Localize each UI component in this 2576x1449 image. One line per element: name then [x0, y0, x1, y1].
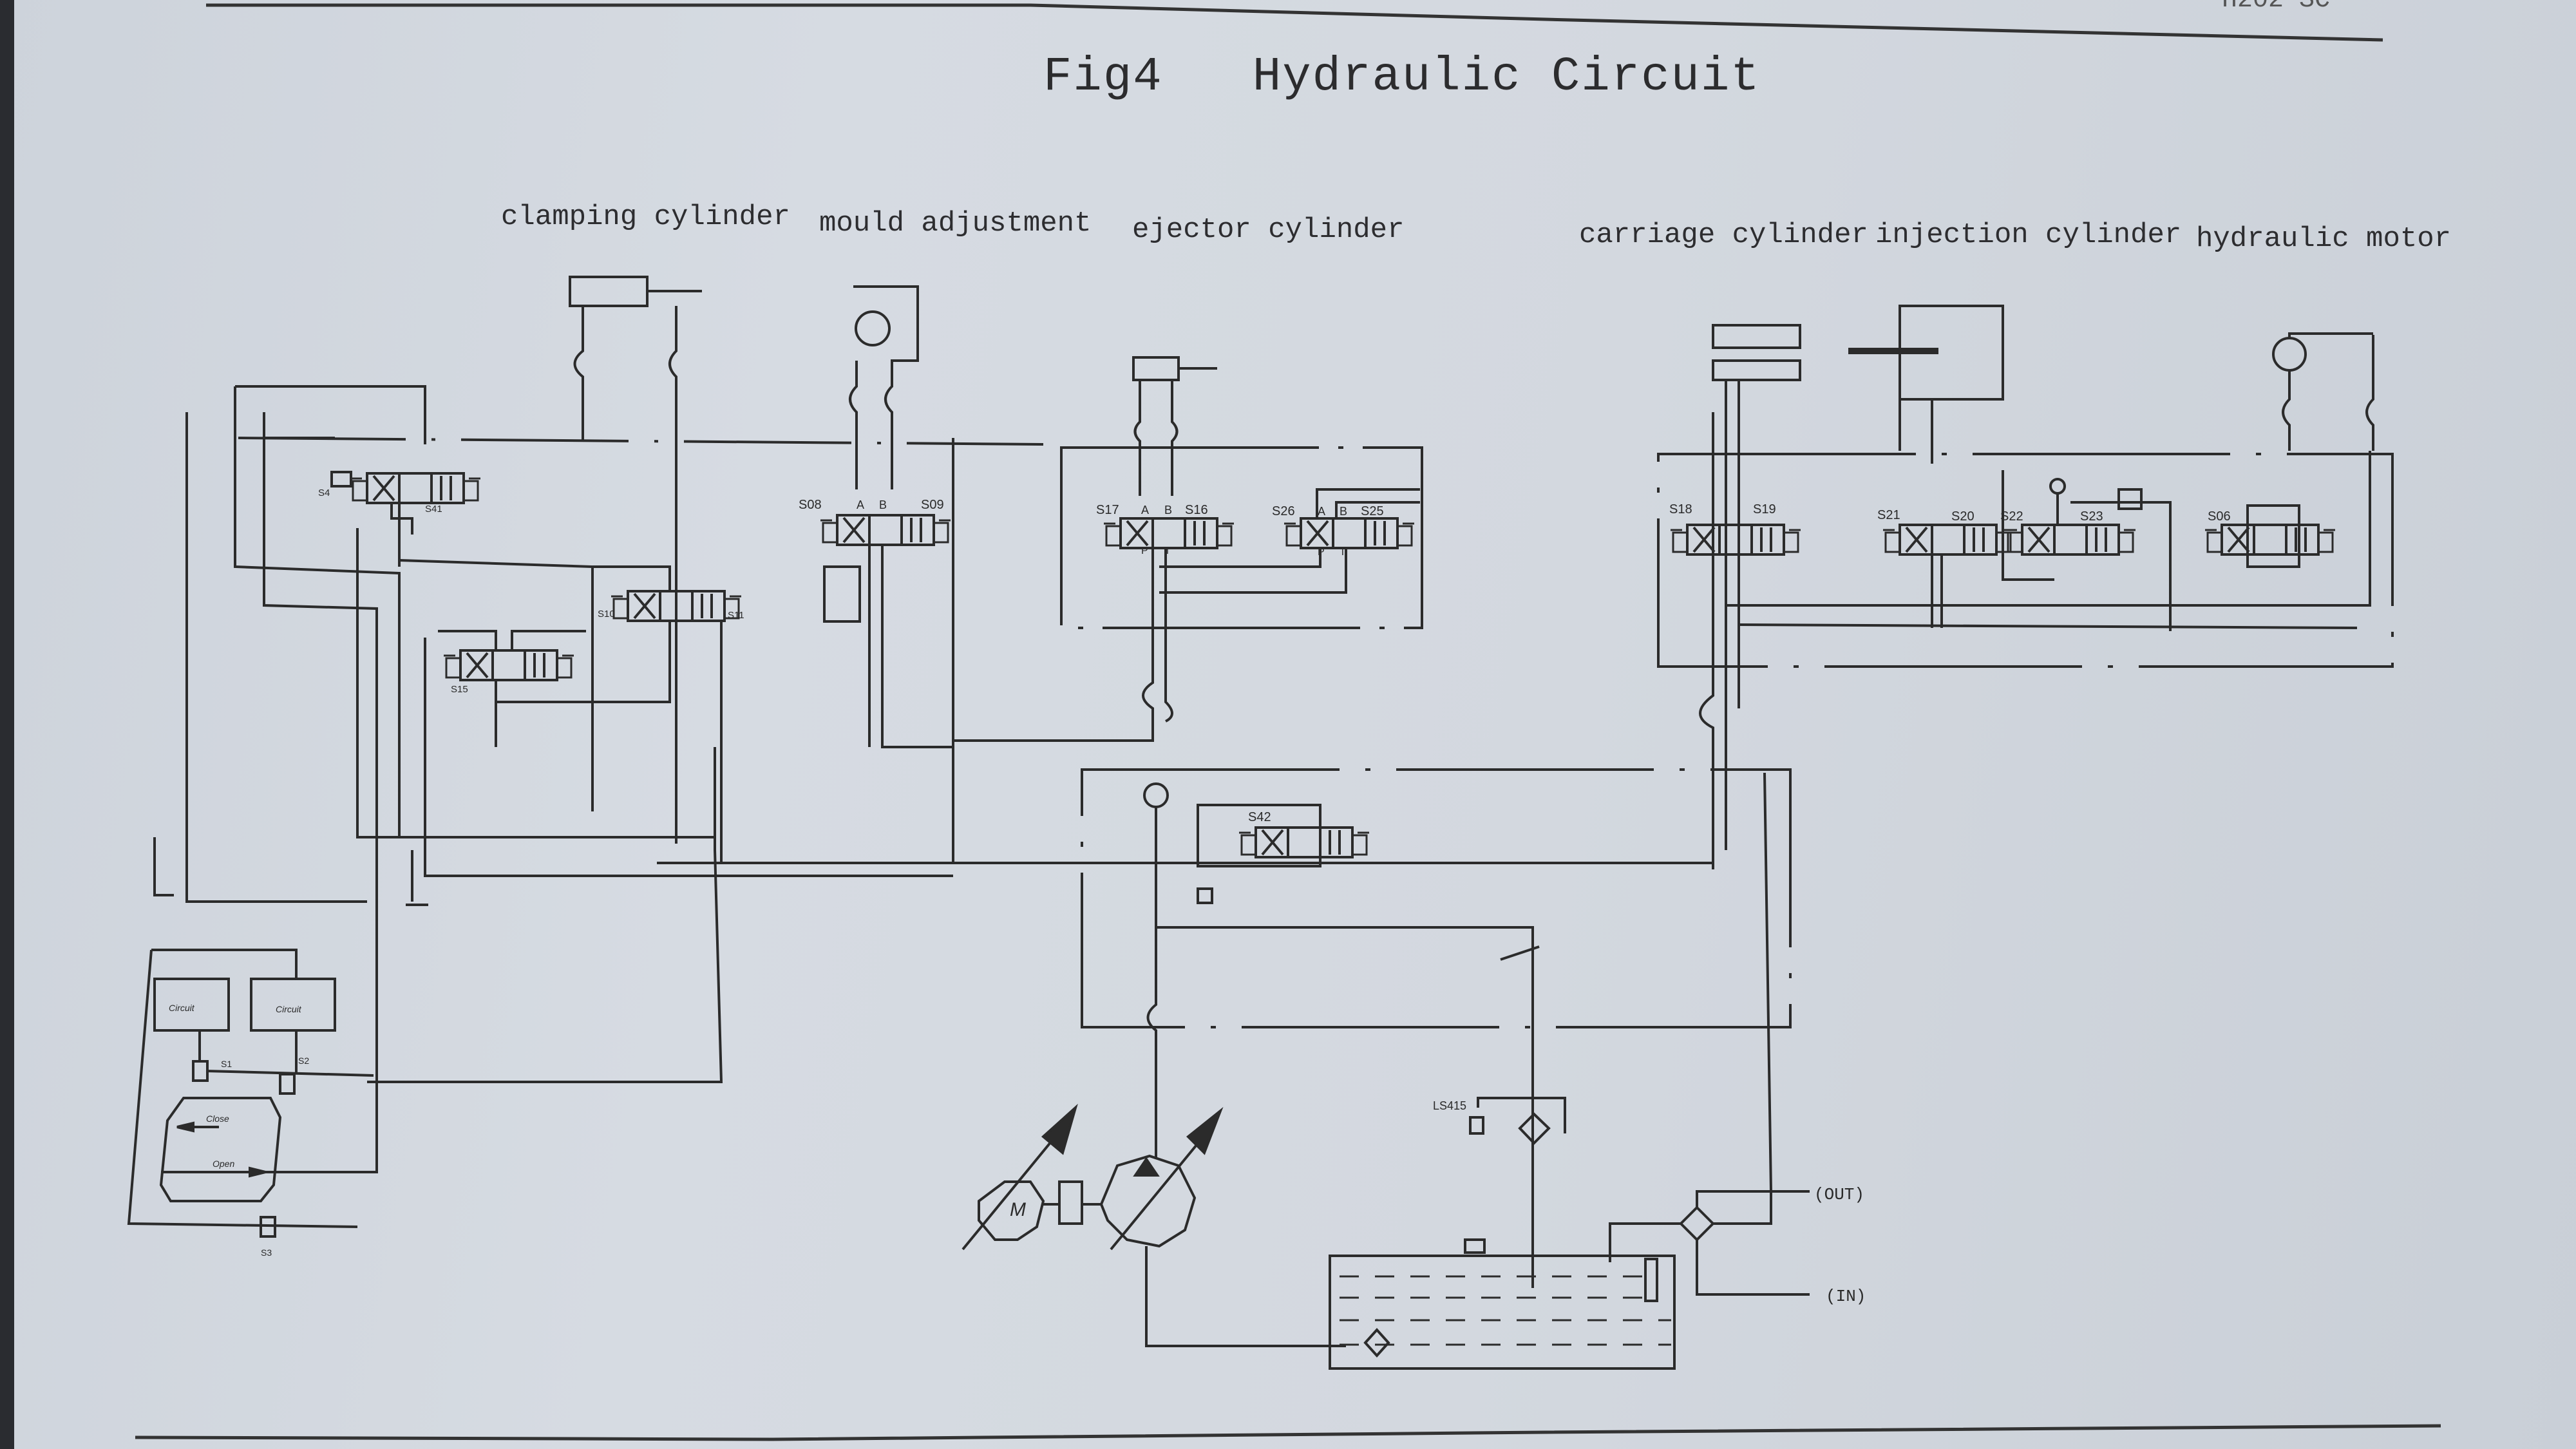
label-s21: S21 — [1877, 508, 1900, 522]
pressure-gauge-injection — [2049, 478, 2066, 495]
label-s11: S11 — [728, 610, 744, 621]
cooler-in-label: (IN) — [1826, 1287, 1866, 1306]
limit-switch-s3 — [260, 1216, 276, 1238]
limit-switch-s2 — [279, 1073, 296, 1095]
label-s15: S15 — [451, 684, 468, 695]
check-valve — [1197, 887, 1213, 904]
limit-switch-s1 — [192, 1060, 209, 1082]
label-s10: S10 — [598, 609, 615, 620]
label-s42: S42 — [1248, 810, 1271, 824]
port-a-s17: A — [1141, 504, 1149, 516]
label-s2: S2 — [298, 1056, 309, 1066]
pressure-valve-mould — [823, 565, 861, 623]
mould-motor — [849, 285, 919, 489]
relief-valve-injection — [2117, 488, 2143, 510]
clamping-cylinder — [569, 276, 702, 844]
return-filter — [1518, 1112, 1551, 1145]
circuit-box-1 — [153, 978, 230, 1032]
gate-open-label: Open — [213, 1159, 234, 1169]
port-t-s26: T — [1340, 547, 1346, 558]
carriage-cylinder — [1712, 324, 1801, 425]
level-switch — [1469, 1116, 1484, 1135]
valve-s25 — [1283, 517, 1416, 549]
port-b-s26: B — [1340, 505, 1347, 518]
label-s08: S08 — [799, 498, 822, 512]
hydraulic-motor — [2272, 332, 2374, 451]
injection-block — [1657, 453, 2394, 668]
electric-motor — [961, 1103, 1078, 1251]
label-s4: S4 — [318, 488, 330, 498]
circuit-label-2: Circuit — [276, 1004, 302, 1014]
circuit-box-2 — [250, 978, 336, 1032]
valve-s18 — [1669, 524, 1802, 556]
coupling — [1058, 1180, 1083, 1225]
pump-block — [1081, 768, 1792, 1028]
valve-s17 — [1103, 517, 1235, 549]
label-s23: S23 — [2080, 509, 2103, 524]
ejector-block — [1060, 446, 1423, 629]
valve-s06 — [2204, 524, 2336, 556]
label-s41: S41 — [425, 504, 442, 515]
label-s06: S06 — [2208, 509, 2231, 524]
port-t-s17: T — [1164, 545, 1171, 556]
cooler-out-label: (OUT) — [1814, 1185, 1864, 1204]
ejector-cylinder — [1132, 356, 1217, 496]
hydraulic-pump — [1099, 1106, 1224, 1251]
pressure-gauge — [1143, 782, 1169, 808]
label-s3: S3 — [261, 1247, 272, 1258]
label-ls415: LS415 — [1433, 1099, 1466, 1112]
section-label-motor: hydraulic motor — [2196, 223, 2452, 255]
port-p-s26: P — [1318, 547, 1325, 558]
label-s16: S16 — [1185, 503, 1208, 517]
valve-s15 — [442, 649, 575, 681]
section-label-mould: mould adjustment — [819, 207, 1092, 240]
safety-gate-block — [127, 949, 374, 1238]
label-s18: S18 — [1669, 502, 1692, 516]
corner-reference: H202 SC — [2222, 0, 2331, 15]
port-a-s08: A — [857, 498, 864, 511]
label-s20: S20 — [1951, 509, 1975, 524]
valve-s42 — [1238, 826, 1370, 858]
port-a-s26: A — [1318, 505, 1325, 518]
injection-cylinder — [1848, 305, 2004, 464]
top-rule — [206, 3, 2383, 42]
oil-tank — [1329, 1238, 1676, 1370]
valve-s08 — [819, 514, 952, 546]
gate-close-label: Close — [206, 1113, 229, 1124]
valve-s22 — [2004, 524, 2137, 556]
page-edge-shadow — [0, 0, 14, 1449]
valve-s4 — [330, 471, 482, 567]
circuit-label-1: Circuit — [169, 1003, 195, 1013]
port-b-s17: B — [1164, 504, 1172, 516]
figure-title: Fig4 Hydraulic Circuit — [1043, 50, 1761, 104]
label-s26: S26 — [1272, 504, 1295, 518]
label-s22: S22 — [2000, 509, 2023, 524]
section-label-ejector: ejector cylinder — [1132, 214, 1405, 246]
label-s25: S25 — [1361, 504, 1384, 518]
section-label-carriage: carriage cylinder — [1579, 219, 1868, 251]
safety-gate — [159, 1097, 282, 1202]
port-p-s17: P — [1141, 545, 1148, 556]
label-s17: S17 — [1096, 503, 1119, 517]
valve-s06-block — [2246, 504, 2300, 568]
valve-s21 — [1882, 524, 2014, 556]
port-b-s08: B — [879, 498, 887, 511]
oil-cooler — [1679, 1206, 1715, 1242]
motor-symbol: M — [1010, 1199, 1026, 1220]
label-s19: S19 — [1753, 502, 1776, 516]
section-label-injection: injection cylinder — [1875, 219, 2182, 251]
section-label-clamping: clamping cylinder — [501, 201, 790, 233]
label-s09: S09 — [921, 498, 944, 512]
bottom-rule — [135, 1424, 2441, 1441]
label-s1: S1 — [221, 1059, 232, 1069]
